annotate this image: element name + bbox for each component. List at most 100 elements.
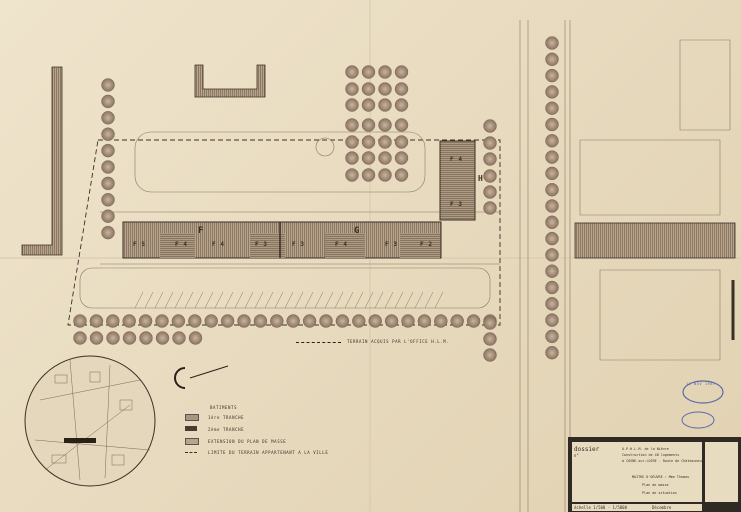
tree	[361, 82, 376, 96]
unit-label: F 2	[420, 241, 433, 248]
block-letter: H	[478, 174, 484, 183]
tree	[361, 118, 376, 132]
parking-area	[134, 131, 426, 193]
tree	[101, 78, 115, 92]
existing-building-top	[194, 64, 266, 98]
scale: échelle 1/500 - 1/5000	[574, 505, 627, 510]
tree	[253, 314, 268, 328]
block-letter: G	[354, 226, 361, 236]
sheet-title: Plan de masse	[642, 483, 669, 487]
legend-swatch	[185, 414, 199, 421]
tree	[394, 168, 409, 182]
legend-swatch	[185, 426, 197, 431]
tree	[345, 135, 359, 149]
tree	[106, 331, 120, 345]
tree	[483, 348, 497, 362]
project: Construction de 48 logements	[622, 453, 680, 457]
tree	[155, 314, 169, 328]
tree	[188, 314, 202, 328]
tree	[368, 314, 382, 328]
tree	[139, 331, 153, 345]
tree	[483, 185, 497, 199]
legend-line	[185, 452, 197, 453]
tree	[483, 169, 497, 183]
tree	[138, 314, 153, 328]
tree	[361, 151, 376, 165]
tree	[545, 215, 559, 230]
tree	[545, 329, 559, 344]
tree	[378, 82, 392, 96]
tree	[483, 332, 497, 346]
tree	[384, 314, 399, 328]
title-block-signatures	[705, 442, 738, 502]
tree	[101, 160, 115, 174]
tree	[434, 314, 448, 328]
tree	[545, 231, 559, 246]
tree	[101, 193, 115, 207]
dossier-label: dossier	[574, 446, 600, 453]
tree	[450, 314, 464, 328]
legend-swatch	[185, 438, 199, 445]
tree	[220, 314, 235, 328]
tree	[545, 134, 559, 148]
tree	[345, 65, 359, 79]
tree	[237, 314, 251, 328]
tree	[483, 152, 497, 166]
tree	[302, 314, 317, 328]
tree	[101, 209, 115, 223]
tree	[345, 168, 359, 182]
legend-label: EXTENSION DU PLAN DE MASSE	[208, 439, 287, 444]
legend-title: BATIMENTS	[210, 405, 238, 410]
client: O.P.H.L.M. de la Nièvre	[622, 447, 669, 451]
tree	[345, 98, 359, 112]
tree	[378, 151, 392, 165]
tree	[545, 150, 559, 164]
existing-building-left	[21, 66, 63, 256]
tree	[545, 166, 559, 181]
tree	[73, 331, 87, 345]
terrain-note: TERRAIN ACQUIS PAR L'OFFICE H.L.M.	[296, 339, 449, 344]
tree	[545, 264, 559, 278]
tree	[101, 111, 115, 125]
tree	[171, 314, 186, 328]
tree	[545, 313, 559, 327]
unit-label: F 3	[450, 201, 463, 208]
tree	[483, 136, 497, 150]
tree	[545, 68, 559, 83]
unit-label: F 4	[335, 241, 348, 248]
tree	[352, 314, 366, 328]
tree	[545, 36, 559, 50]
tree	[335, 314, 350, 328]
tree	[394, 98, 409, 112]
tree	[106, 314, 120, 328]
tree	[394, 151, 409, 165]
north-arrow-icon	[174, 367, 186, 389]
tree	[361, 98, 376, 112]
road	[79, 267, 491, 309]
tree	[401, 314, 415, 328]
tree	[466, 314, 481, 328]
tree	[89, 314, 104, 328]
tree	[361, 65, 376, 79]
title-block-main: dossier n° O.P.H.L.M. de la Nièvre Const…	[572, 442, 704, 502]
tree	[394, 135, 409, 149]
tree	[378, 65, 392, 79]
tree	[378, 168, 392, 182]
tree	[545, 248, 559, 262]
inset-site-marker	[64, 438, 96, 443]
tree	[345, 82, 359, 96]
building-h	[439, 140, 476, 221]
tree	[361, 135, 376, 149]
block-letter: F	[198, 226, 205, 236]
unit-label: F 3	[385, 241, 398, 248]
tree	[204, 314, 218, 328]
tree	[101, 225, 115, 240]
tree	[122, 314, 136, 328]
title-block: dossier n° O.P.H.L.M. de la Nièvre Const…	[568, 437, 741, 512]
tree	[101, 127, 115, 141]
tree	[417, 314, 432, 328]
tree	[345, 118, 359, 132]
tree	[545, 85, 559, 99]
location: à COSNE-sur-LOIRE - Route de Châteauneuf	[622, 459, 704, 463]
